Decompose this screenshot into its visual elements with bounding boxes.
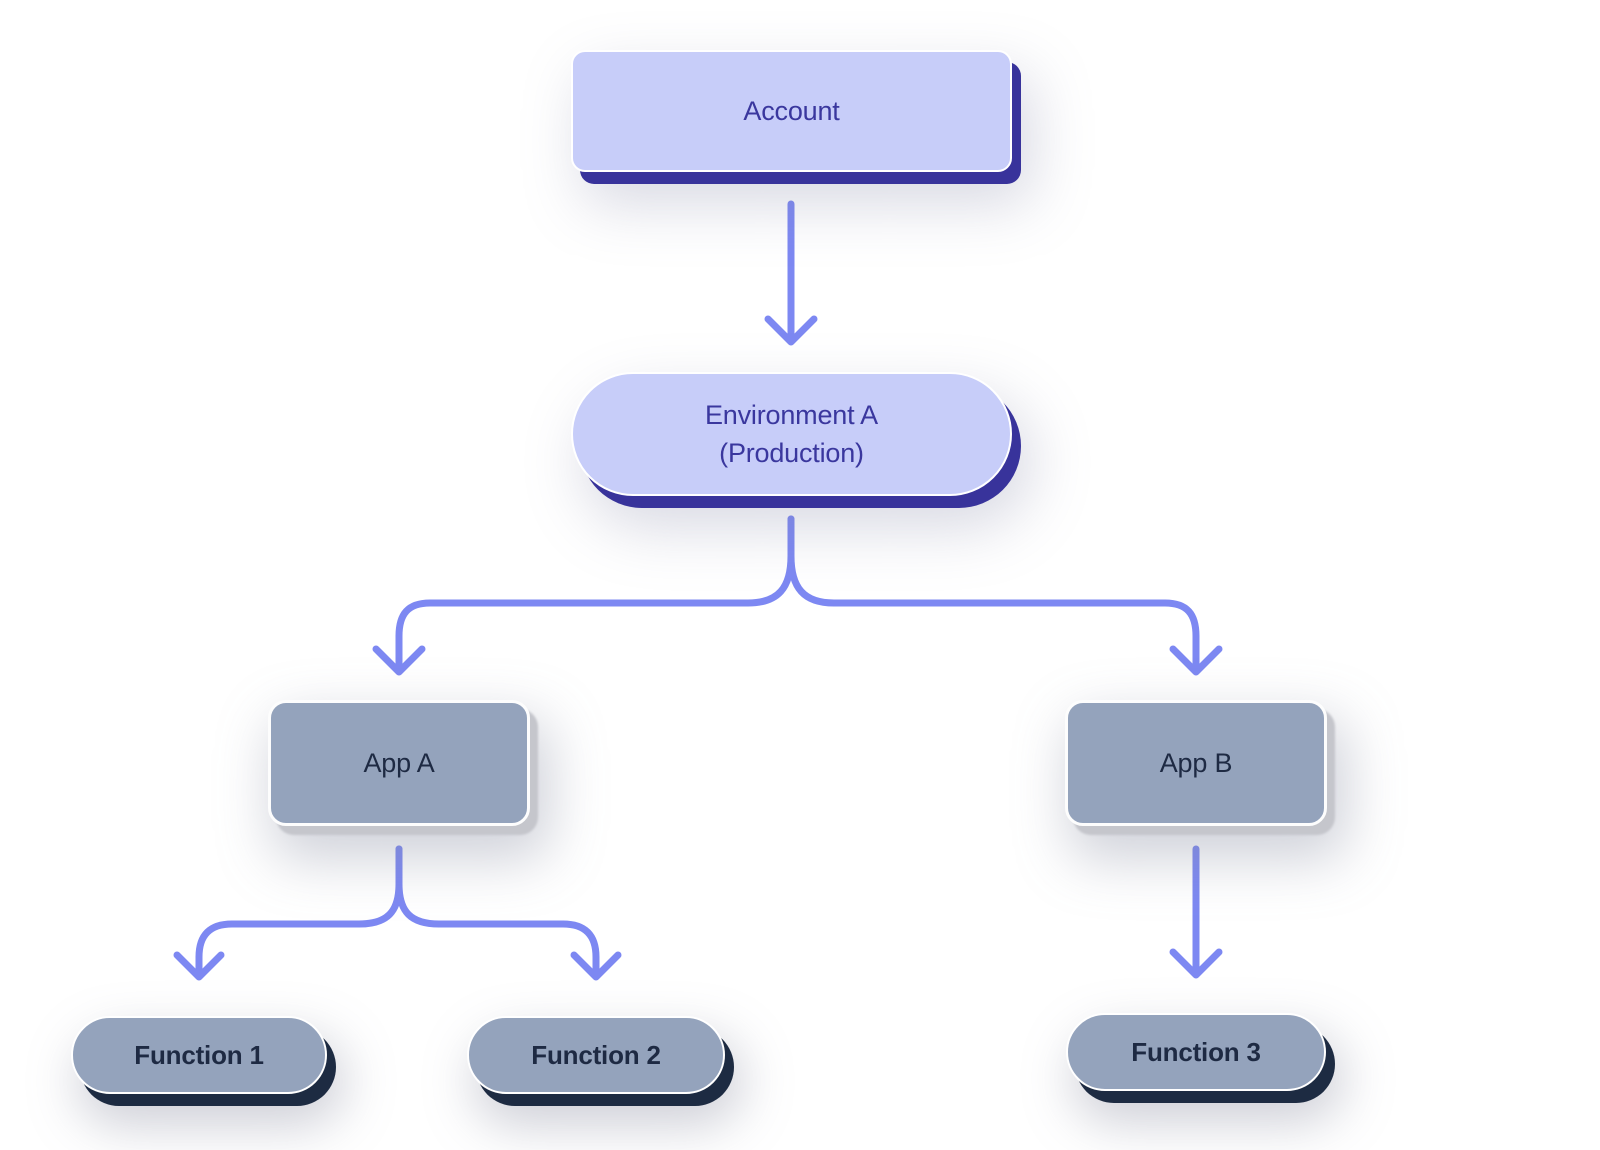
arrowhead-down-icon (570, 951, 622, 981)
node-account-label: Account (743, 95, 840, 126)
node-function-1-label: Function 1 (134, 1039, 264, 1070)
connector-app-b-function-3 (1169, 845, 1223, 979)
connector-environment-app-b (787, 515, 1223, 676)
connector-app-a-function-2 (395, 845, 622, 981)
node-app-b: App B (1065, 700, 1327, 826)
node-function-2-label: Function 2 (531, 1039, 661, 1070)
connector-app-a-function-1 (173, 845, 403, 981)
node-account: Account (571, 50, 1012, 172)
node-app-a-label: App A (363, 747, 435, 778)
connector-line (395, 515, 795, 673)
connector-line (395, 845, 600, 978)
node-app-a: App A (268, 700, 530, 826)
node-app-b-label: App B (1159, 747, 1233, 778)
node-environment-a: Environment A (Production) (571, 372, 1012, 496)
arrowhead-down-icon (1169, 948, 1223, 979)
connector-account-environment (764, 200, 818, 346)
node-function-3: Function 3 (1066, 1013, 1326, 1091)
arrowhead-down-icon (1169, 645, 1223, 676)
node-environment-label-line1: Environment A (705, 400, 878, 430)
connector-line (787, 515, 1200, 673)
connector-environment-app-a (372, 515, 795, 676)
node-function-2: Function 2 (467, 1016, 725, 1094)
node-function-3-label: Function 3 (1131, 1036, 1261, 1067)
node-environment-label-line2: (Production) (719, 438, 864, 468)
arrowhead-down-icon (764, 315, 818, 346)
connector-line (195, 845, 403, 978)
arrowhead-down-icon (372, 645, 426, 676)
arrowhead-down-icon (173, 951, 225, 981)
node-function-1: Function 1 (71, 1016, 327, 1094)
